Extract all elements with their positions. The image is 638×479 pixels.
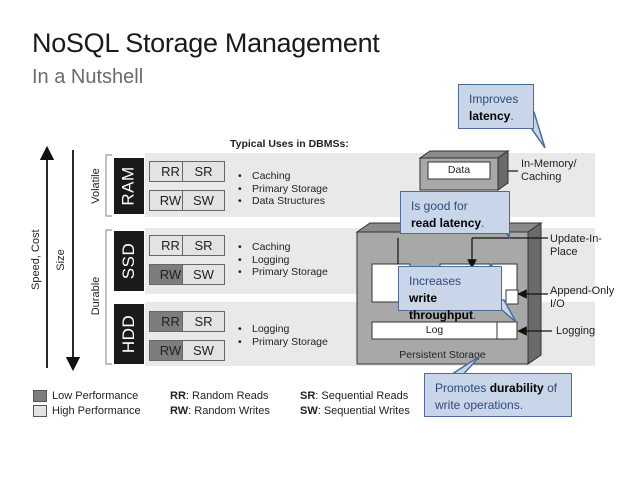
durability-pre: Promotes bbox=[435, 381, 487, 395]
legend-sw-key: SW bbox=[300, 405, 318, 417]
log-label: Log bbox=[425, 324, 444, 336]
in-memory-line-2: Caching bbox=[521, 171, 562, 183]
ram-uses-list: Caching Primary Storage Data Structures bbox=[238, 170, 328, 208]
legend-high-label: High Performance bbox=[52, 405, 141, 417]
write-throughput-pre: Increases bbox=[409, 274, 462, 288]
ssd-sw-cell: SW bbox=[182, 264, 225, 285]
read-latency-post: . bbox=[481, 216, 485, 230]
legend-sw: SW: Sequential Writes bbox=[300, 405, 410, 417]
latency-callout-pre: Improves bbox=[469, 92, 519, 106]
update-line-2: Place bbox=[550, 246, 578, 258]
list-item: Caching bbox=[238, 170, 328, 183]
legend-rw-value: : Random Writes bbox=[188, 405, 270, 417]
ssd-rr-cell: RR bbox=[149, 235, 192, 256]
append-line-1: Append-Only bbox=[550, 285, 615, 297]
page-title: NoSQL Storage Management bbox=[32, 28, 380, 58]
durability-callout: Promotes durability of write operations. bbox=[424, 373, 572, 417]
append-line-2: I/O bbox=[550, 298, 565, 310]
durability-bold: durability bbox=[489, 381, 544, 395]
persistent-storage-label: Persistent Storage bbox=[399, 349, 486, 361]
volatile-bracket bbox=[105, 154, 112, 217]
legend-rr-value: : Random Reads bbox=[185, 390, 269, 402]
ssd-tier-box: SSD bbox=[114, 231, 144, 291]
ram-rw-cell: RW bbox=[149, 190, 192, 211]
logging-label: Logging bbox=[556, 325, 596, 337]
ram-sr-cell: SR bbox=[182, 161, 225, 182]
read-latency-pre: Is good for bbox=[411, 199, 468, 213]
ram-sw-cell: SW bbox=[182, 190, 225, 211]
latency-callout: Improves latency. bbox=[458, 84, 534, 129]
hdd-sw-cell: SW bbox=[182, 340, 225, 361]
list-item: Primary Storage bbox=[238, 266, 328, 279]
list-item: Data Structures bbox=[238, 195, 328, 208]
hdd-rw-cell: RW bbox=[149, 340, 192, 361]
ram-tier-box: RAM bbox=[114, 158, 144, 214]
legend-high-swatch bbox=[33, 405, 47, 417]
update-line-1: Update-In- bbox=[550, 233, 602, 245]
in-memory-caching-label: In-Memory/ Caching bbox=[521, 158, 577, 184]
hdd-uses-list: Logging Primary Storage bbox=[238, 323, 328, 348]
hdd-tier-box: HDD bbox=[114, 304, 144, 364]
page-subtitle: In a Nutshell bbox=[32, 66, 144, 88]
durable-bracket bbox=[105, 229, 112, 365]
legend-sr-value: : Sequential Reads bbox=[315, 390, 409, 402]
append-only-label: Append-Only I/O bbox=[550, 285, 614, 311]
data-label: Data bbox=[447, 164, 471, 176]
legend-sr: SR: Sequential Reads bbox=[300, 390, 408, 402]
list-item: Logging bbox=[238, 254, 328, 267]
latency-callout-post: . bbox=[510, 109, 514, 123]
write-throughput-bold-1: write bbox=[409, 291, 438, 305]
read-latency-callout: Is good for read latency. bbox=[400, 191, 510, 234]
hdd-sr-cell: SR bbox=[182, 311, 225, 332]
write-throughput-post: . bbox=[472, 308, 477, 322]
legend-rw: RW: Random Writes bbox=[170, 405, 270, 417]
ssd-sr-cell: SR bbox=[182, 235, 225, 256]
hdd-rr-cell: RR bbox=[149, 311, 192, 332]
legend-low-label: Low Performance bbox=[52, 390, 139, 402]
in-memory-line-1: In-Memory/ bbox=[521, 158, 577, 170]
legend-rr-key: RR bbox=[170, 390, 186, 402]
list-item: Caching bbox=[238, 241, 328, 254]
ssd-rw-cell: RW bbox=[149, 264, 192, 285]
list-item: Primary Storage bbox=[238, 336, 328, 349]
legend-sw-value: : Sequential Writes bbox=[317, 405, 410, 417]
list-item: Primary Storage bbox=[238, 183, 328, 196]
ssd-uses-list: Caching Logging Primary Storage bbox=[238, 241, 328, 279]
update-in-place-label: Update-In- Place bbox=[550, 233, 602, 259]
write-throughput-callout: Increases write throughput. bbox=[398, 266, 502, 322]
typical-uses-title: Typical Uses in DBMSs: bbox=[230, 138, 349, 150]
list-item: Logging bbox=[238, 323, 328, 336]
legend-rr: RR: Random Reads bbox=[170, 390, 268, 402]
log-append-box bbox=[496, 321, 518, 340]
write-throughput-bold-2: throughput bbox=[409, 308, 473, 322]
read-latency-bold: read latency bbox=[411, 216, 482, 230]
legend-sr-key: SR bbox=[300, 390, 316, 402]
legend-low-swatch bbox=[33, 390, 47, 402]
durability-line-2: write operations. bbox=[435, 398, 524, 412]
latency-callout-bold: latency bbox=[469, 109, 511, 123]
legend-rw-key: RW bbox=[170, 405, 189, 417]
data-label-box bbox=[427, 161, 491, 180]
durability-post: of bbox=[547, 381, 558, 395]
